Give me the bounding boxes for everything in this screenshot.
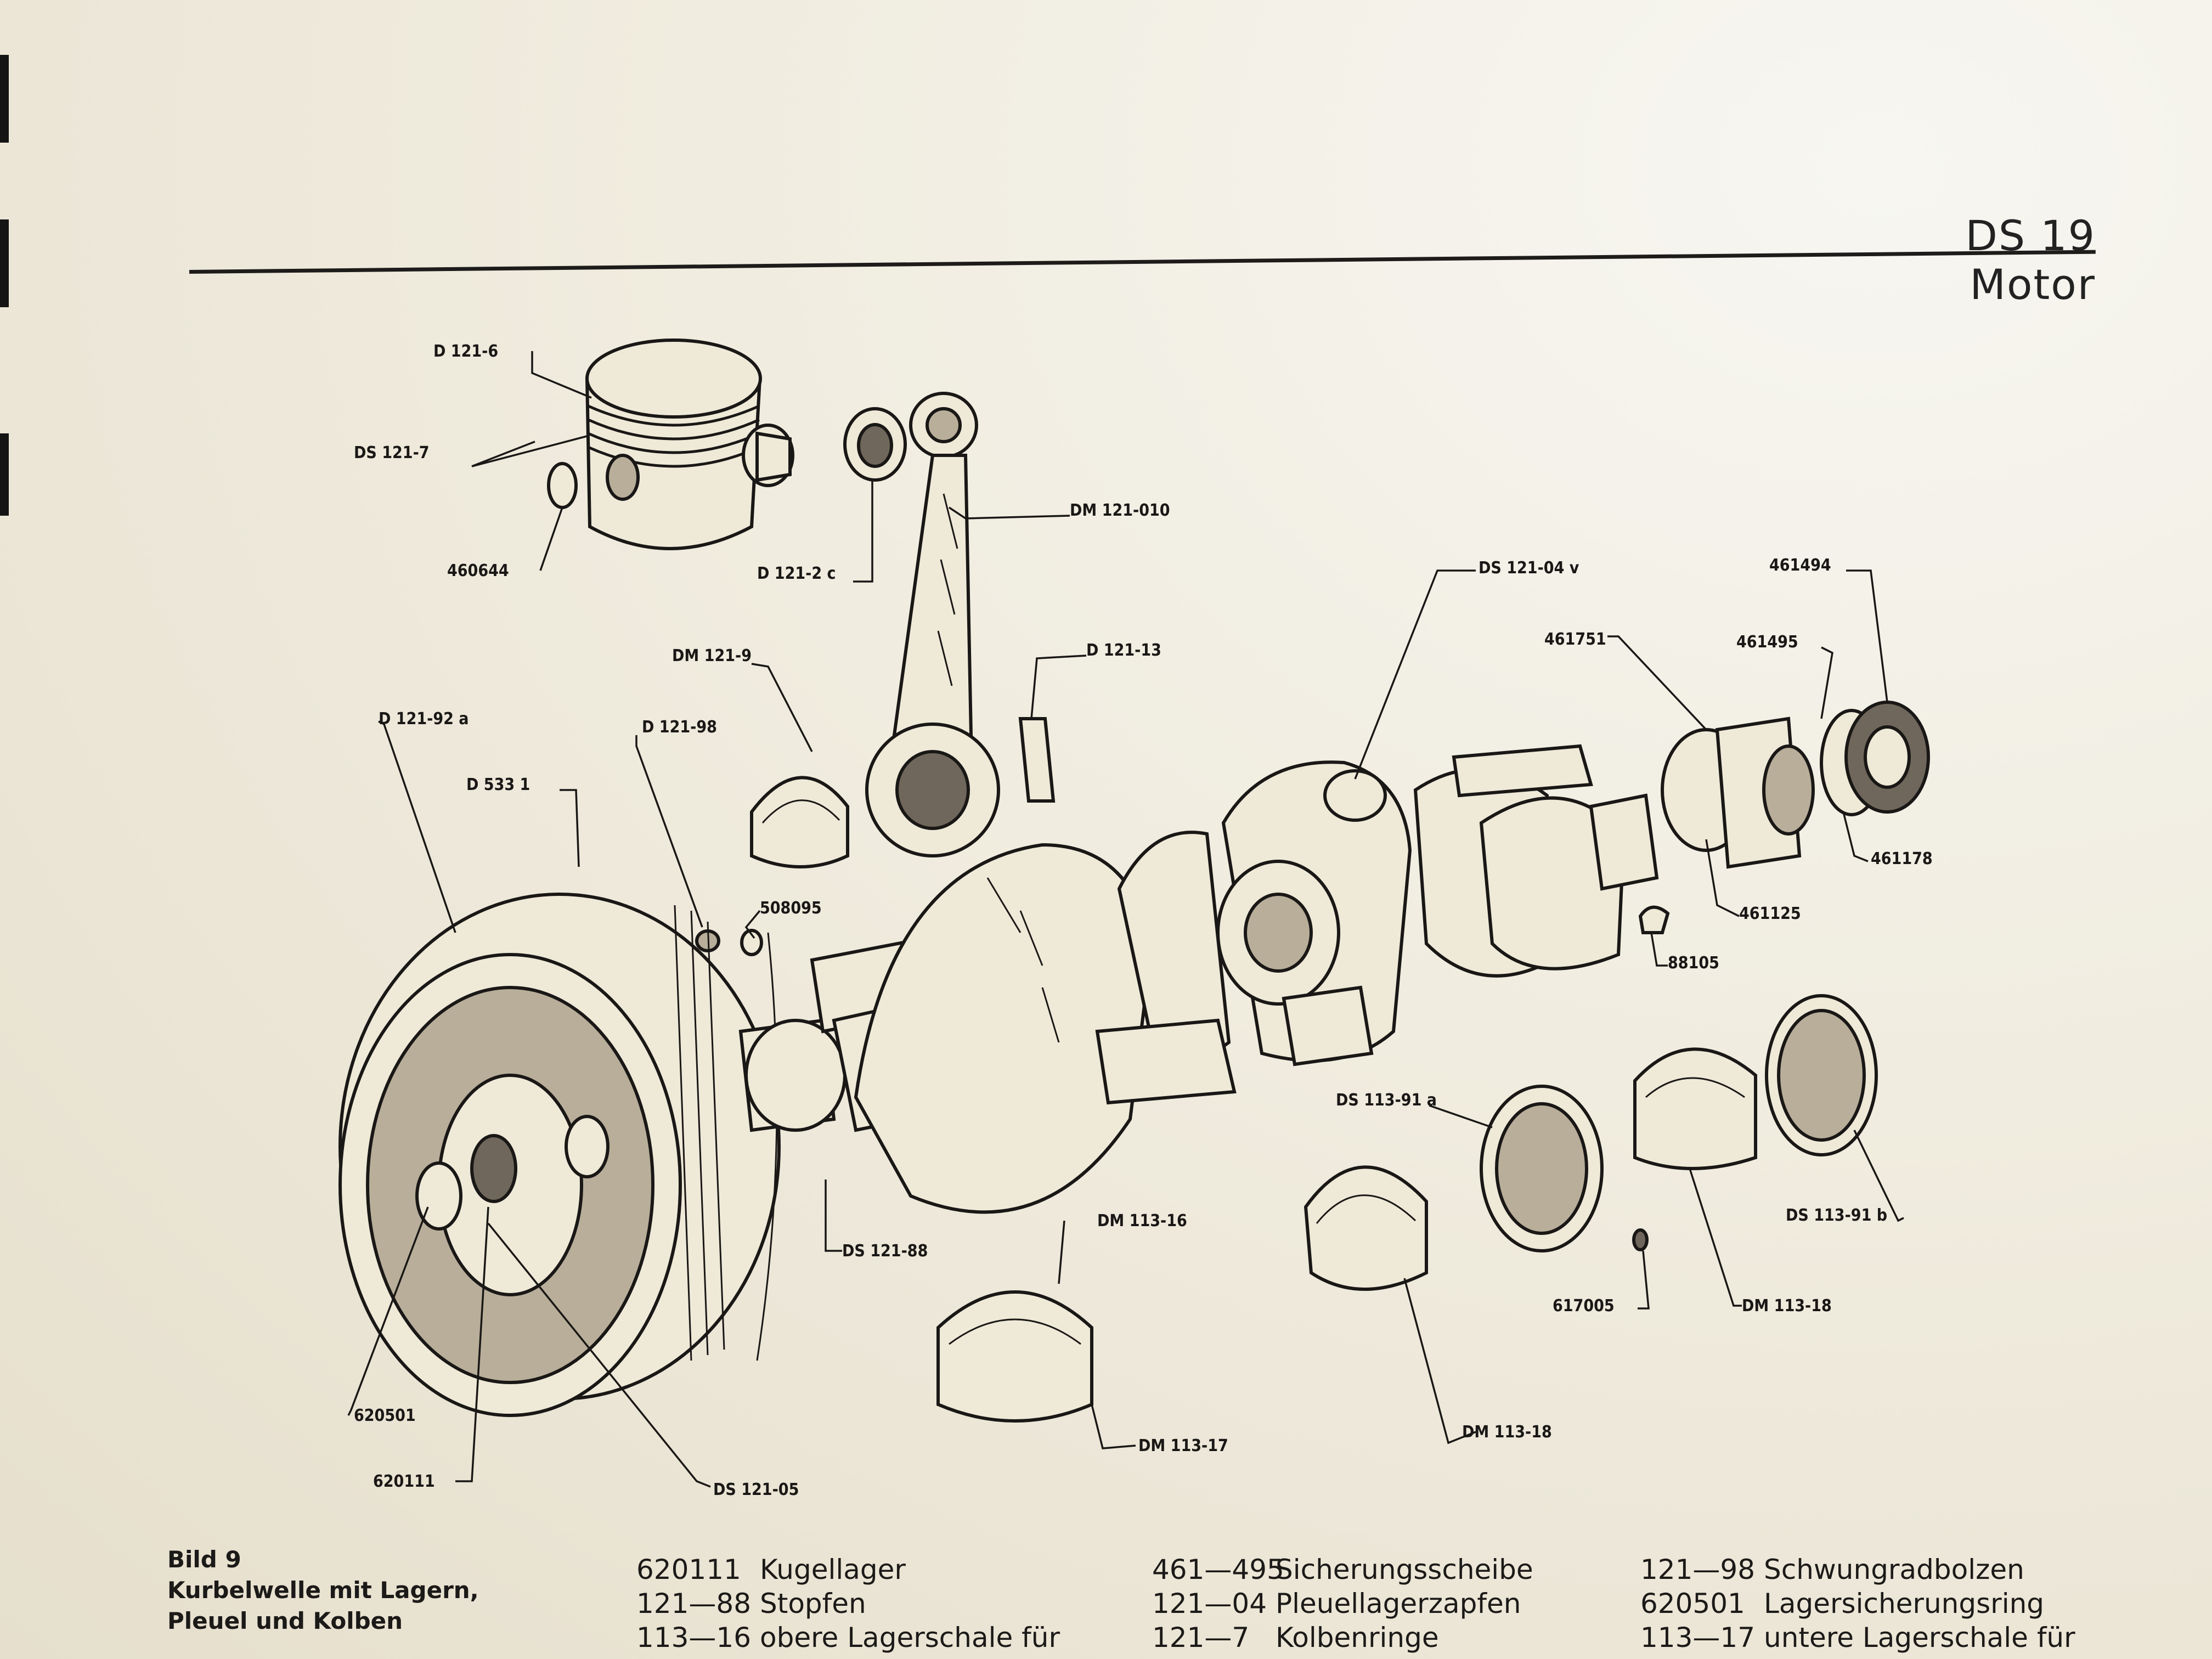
- main-bearing-shells: [936, 905, 1878, 1423]
- legend-row: 121—98 Schwungradbolzen: [1640, 1553, 2075, 1587]
- binding-edge-mark: [0, 433, 9, 516]
- binding-edge-mark: [0, 219, 9, 307]
- part-label: D 121-2 c: [757, 564, 836, 583]
- part-label: DM 113-18: [1742, 1296, 1832, 1316]
- part-label: DS 121-05: [713, 1480, 799, 1499]
- part-label: DS 113-91 b: [1786, 1206, 1887, 1225]
- part-labels: D 121-6 DS 121-7 460644 D 121-2 c DM 121…: [354, 342, 1933, 1499]
- part-description: Lagersicherungsring: [1764, 1588, 2045, 1620]
- part-label: D 121-6: [433, 342, 498, 361]
- part-label: DS 121-88: [842, 1242, 928, 1261]
- part-description: Kolbenringe: [1276, 1622, 1439, 1654]
- caption-line: Kurbelwelle mit Lagern,: [167, 1577, 479, 1604]
- part-label: 461751: [1544, 630, 1606, 649]
- part-label: 617005: [1553, 1296, 1615, 1316]
- flywheel: [338, 893, 781, 1417]
- figure-number: Bild 9: [167, 1546, 241, 1573]
- part-label: DM 113-17: [1138, 1436, 1228, 1455]
- part-label: 461495: [1736, 633, 1798, 652]
- part-label: D 121-98: [642, 718, 717, 737]
- parts-legend-column: 461—495Sicherungsscheibe 121—04 Pleuellag…: [1152, 1553, 1533, 1655]
- part-label: DM 121-9: [672, 646, 752, 665]
- piston: [547, 338, 794, 550]
- part-label: DS 121-04 v: [1479, 558, 1579, 578]
- part-label: 460644: [447, 561, 509, 580]
- part-label: D 533 1: [466, 775, 530, 794]
- part-description: untere Lagerschale für: [1764, 1622, 2075, 1654]
- legend-row: 121—04 Pleuellagerzapfen: [1152, 1587, 1533, 1621]
- part-label: 620111: [373, 1472, 435, 1491]
- part-number: 113—17: [1640, 1622, 1756, 1654]
- legend-row: 121—7 Kolbenringe: [1152, 1621, 1533, 1655]
- part-label: 461494: [1769, 556, 1831, 575]
- part-label: 620501: [354, 1406, 416, 1425]
- part-number: 121—98: [1640, 1554, 1756, 1585]
- part-number: 620111: [636, 1554, 741, 1585]
- part-label: 508095: [760, 899, 822, 918]
- part-number: 121—7: [1152, 1622, 1250, 1654]
- part-label: DM 121-010: [1070, 501, 1170, 520]
- part-label: 88105: [1668, 953, 1719, 973]
- parts-legend-column: 121—98 Schwungradbolzen 620501 Lagersicher…: [1640, 1553, 2075, 1655]
- part-number: 461—495: [1152, 1554, 1284, 1585]
- part-label: DS 113-91 a: [1336, 1091, 1437, 1110]
- part-label: D 121-13: [1086, 641, 1161, 660]
- caption-line: Pleuel und Kolben: [167, 1607, 403, 1634]
- part-description: Stopfen: [760, 1588, 866, 1620]
- part-label: 461178: [1871, 849, 1933, 868]
- part-description: Pleuellagerzapfen: [1276, 1588, 1521, 1620]
- part-number: 620501: [1640, 1588, 1745, 1620]
- rod-bearing-shells: [695, 776, 849, 956]
- part-label: DM 113-18: [1462, 1423, 1552, 1442]
- crankshaft: [738, 701, 1930, 1214]
- legend-row: 461—495Sicherungsscheibe: [1152, 1553, 1533, 1587]
- part-number: 121—04: [1152, 1588, 1267, 1620]
- part-label: DS 121-7: [354, 443, 430, 462]
- legend-row: 620111 Kugellager: [636, 1553, 1060, 1587]
- part-description: Schwungradbolzen: [1764, 1554, 2024, 1585]
- binding-edge-mark: [0, 55, 9, 143]
- part-number: 113—16: [636, 1622, 752, 1654]
- connecting-rod: [843, 392, 1056, 857]
- legend-row: 620501 Lagersicherungsring: [1640, 1587, 2075, 1621]
- part-label: D 121-92 a: [379, 709, 469, 729]
- part-description: Sicherungsscheibe: [1276, 1554, 1533, 1585]
- part-description: Kugellager: [760, 1554, 906, 1585]
- part-label: DM 113-16: [1097, 1211, 1187, 1231]
- part-number: 121—88: [636, 1588, 752, 1620]
- part-label: 461125: [1739, 904, 1801, 923]
- figure-caption: Bild 9 Kurbelwelle mit Lagern, Pleuel un…: [167, 1544, 479, 1637]
- part-description: obere Lagerschale für: [760, 1622, 1060, 1654]
- leader-lines: [347, 351, 1904, 1488]
